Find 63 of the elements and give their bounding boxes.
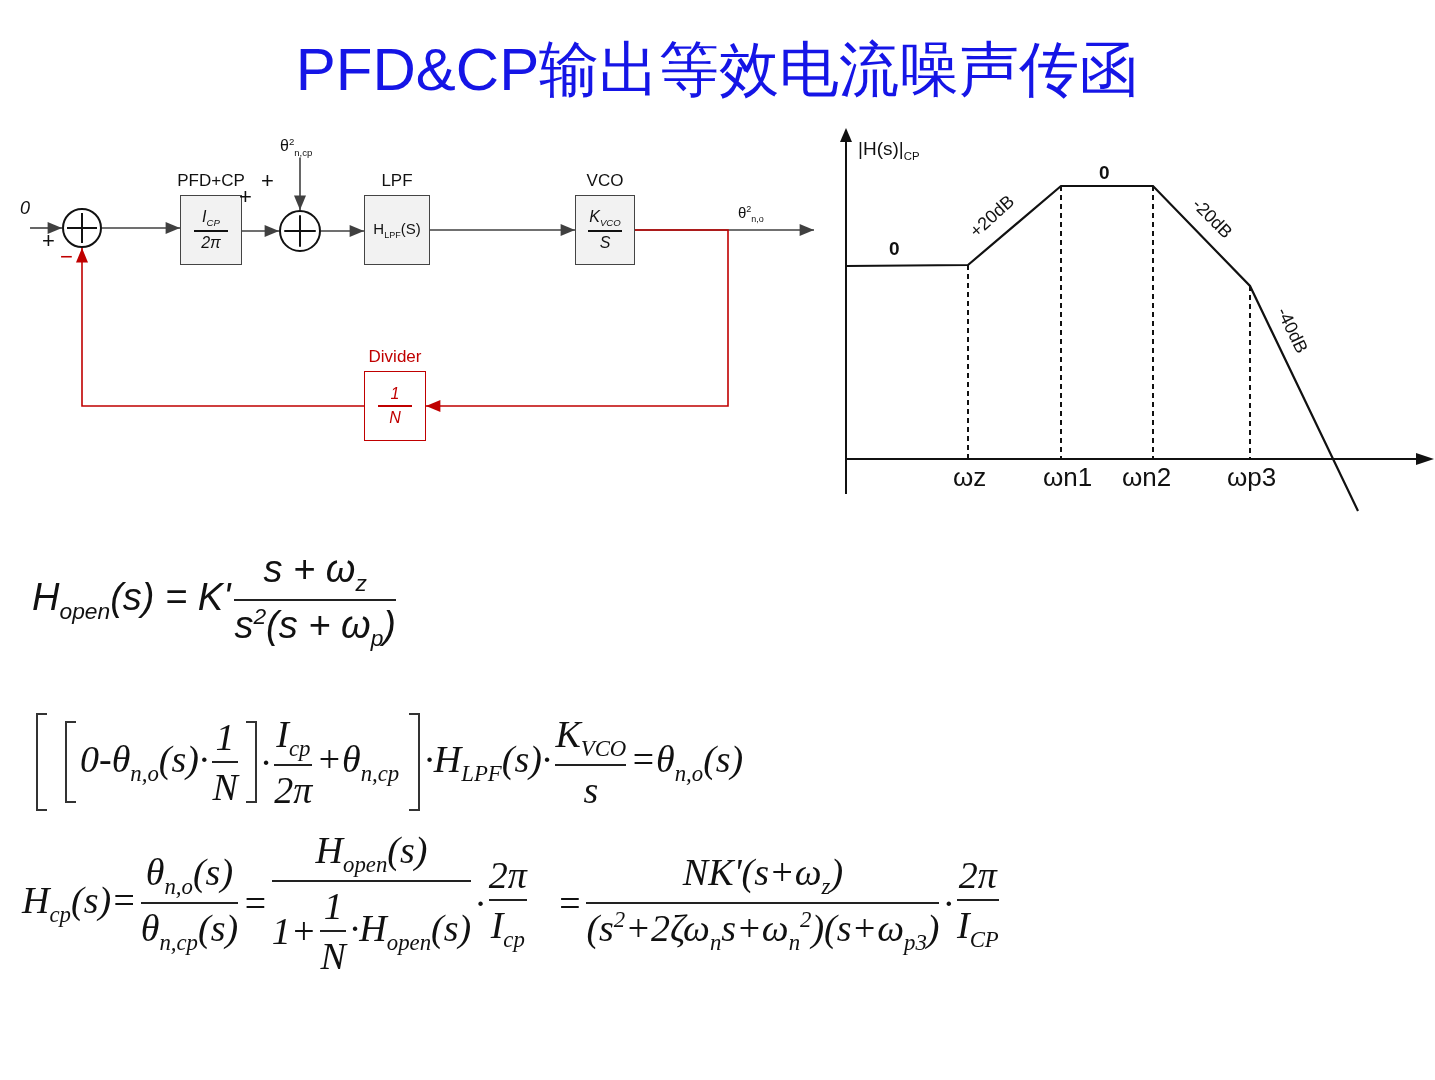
fraction-term: K$_{VCO}$ — [589, 207, 621, 229]
arrow — [76, 247, 365, 407]
plot-label: 0 — [889, 238, 900, 260]
formula-term: s$^{2}$(s + ω$_{p}$) — [234, 602, 396, 652]
formula-term: · — [260, 739, 271, 784]
formula-term: N — [212, 764, 238, 809]
plot-label: ωp3 — [1227, 462, 1277, 493]
plot-label: -40dB — [1272, 304, 1312, 357]
formula-term: I$_{cp}$ — [490, 903, 525, 953]
formula-term: ·H$_{LPF}$(s)· — [424, 737, 552, 787]
formula-term: 1 — [215, 714, 235, 759]
fraction-term: S — [599, 234, 611, 253]
arrow — [29, 222, 63, 234]
formula-term: 2π — [274, 767, 313, 812]
formula-term: 0-θ$_{n,o}$(s)· — [80, 737, 209, 787]
block-label: Divider — [368, 347, 422, 367]
formula-term: =θ$_{n,o}$(s) — [630, 737, 744, 787]
formula-term: I$_{cp}$ — [276, 712, 311, 762]
formula-term: N — [320, 933, 346, 978]
formula-term: +θ$_{n,cp}$ — [316, 737, 400, 787]
arrow — [294, 156, 306, 211]
fraction-term: 2π — [201, 234, 221, 253]
formula-term: s — [583, 767, 599, 812]
arrow — [425, 229, 729, 412]
block-label: VCO — [586, 171, 624, 191]
formula-term: NK'(s+ω$_{z}$) — [682, 850, 844, 900]
formula-term: H$_{open}$(s) = K' — [32, 575, 231, 625]
plot-label: 0 — [1099, 162, 1110, 184]
formula-term: I$_{CP}$ — [956, 903, 999, 953]
formula-term: θ$_{n,cp}$(s) — [140, 905, 239, 956]
fraction-term: 1 — [390, 385, 400, 403]
arrow — [429, 224, 576, 236]
signal-label: 0 — [20, 198, 30, 219]
block-text: H$_{LPF}$(S) — [373, 220, 421, 240]
arrow — [320, 225, 365, 237]
formula-term: · — [475, 880, 485, 925]
plot-label: ωn2 — [1122, 462, 1172, 493]
plot-label: ωn1 — [1043, 462, 1093, 493]
sign-label: − — [60, 244, 73, 270]
sign-label: + — [42, 228, 55, 254]
formula-term: = — [242, 880, 268, 925]
block-label: LPF — [381, 171, 413, 191]
plot-label: ωz — [953, 462, 987, 493]
formula-term: H$_{cp}$(s)= — [22, 878, 137, 928]
plot-label: |H(s)|$_{CP}$ — [858, 138, 920, 162]
arrow — [101, 222, 181, 234]
formula-term: 2π — [958, 853, 997, 897]
formula-term: θ$_{n,o}$(s) — [145, 850, 234, 900]
sign-label: + — [261, 168, 274, 194]
formula-term: 1 — [323, 883, 343, 928]
formula-term: ·H$_{open}$(s) — [349, 905, 472, 956]
formula-term: 1+ — [271, 908, 317, 953]
formula-term: (s$^{2}$+2ζω$_{n}$s+ω$_{n}$$^{2}$)(s+ω$_{p3}$) — [586, 905, 940, 956]
arrow — [241, 225, 280, 237]
formula-term: = — [556, 880, 583, 925]
fraction-term: I$_{CP}$ — [202, 207, 220, 229]
formula-term: · — [943, 880, 953, 925]
formula-term: 2π — [488, 853, 527, 897]
formula-term: K$_{VCO}$ — [555, 712, 627, 762]
fraction-term: N — [389, 409, 401, 427]
formula-term: s + ω$_{z}$ — [263, 548, 367, 597]
formula-term: H$_{open}$(s) — [315, 828, 428, 878]
title: PFD&CP输出等效电流噪声传函 — [295, 35, 1140, 105]
